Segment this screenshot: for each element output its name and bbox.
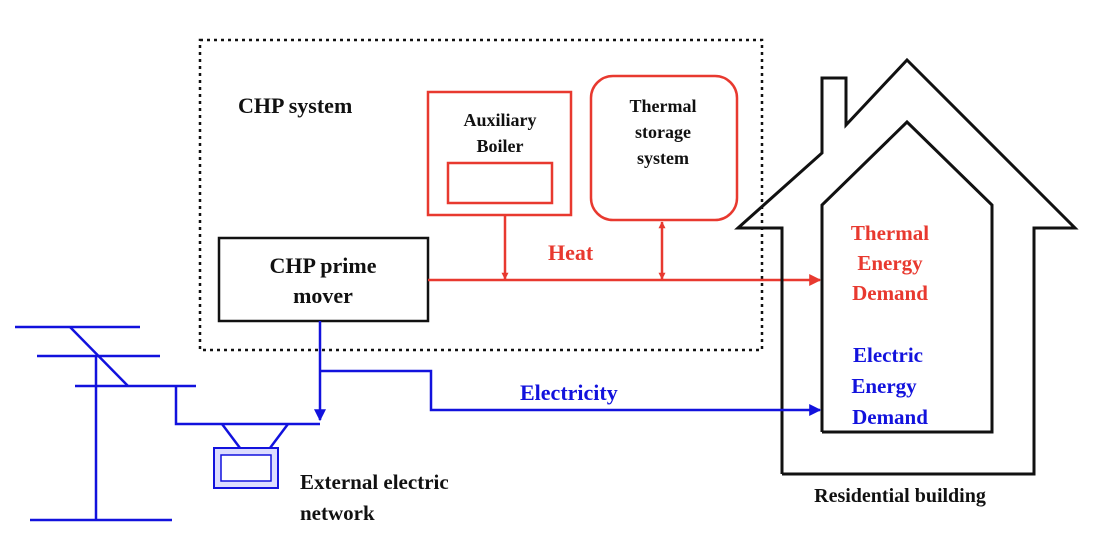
electric-demand-line2: Energy — [851, 374, 917, 398]
thermal-demand-line3: Demand — [852, 281, 928, 305]
aux-boiler-label-line1: Auxiliary — [463, 110, 536, 130]
thermal-storage-system: Thermal storage system — [589, 74, 739, 222]
house-inner-outline — [820, 119, 994, 434]
chp-system-label: CHP system — [238, 93, 352, 118]
thermal-storage-line2: storage — [635, 122, 691, 142]
building-label: Residential building — [814, 485, 986, 507]
external-network-line2: network — [300, 501, 375, 525]
aux-boiler-label-line2: Boiler — [477, 136, 524, 156]
house-outer-outline — [734, 57, 1079, 476]
chp-system-boundary — [198, 38, 764, 352]
electric-energy-demand: Electric Energy Demand — [851, 343, 928, 429]
auxiliary-boiler: Auxiliary Boiler — [426, 90, 573, 217]
heat-flow: Heat — [428, 215, 822, 286]
electricity-flow: Electricity — [314, 321, 822, 422]
electricity-label: Electricity — [520, 380, 618, 405]
thermal-storage-line1: Thermal — [630, 96, 697, 116]
grid-connection-lines — [174, 386, 320, 449]
prime-mover-line1: CHP prime — [270, 253, 377, 278]
prime-mover-line2: mover — [293, 283, 353, 308]
aux-boiler-inner-box — [446, 161, 554, 205]
electric-demand-line1: Electric — [853, 343, 923, 367]
transmission-tower-icon — [15, 325, 196, 522]
thermal-demand-line1: Thermal — [851, 221, 929, 245]
external-network-line1: External electric — [300, 470, 449, 494]
chp-prime-mover: CHP prime mover — [217, 236, 430, 323]
residential-building: Residential building — [734, 57, 1079, 507]
thermal-demand-line2: Energy — [857, 251, 923, 275]
heat-label: Heat — [548, 240, 594, 265]
thermal-energy-demand: Thermal Energy Demand — [851, 221, 929, 305]
electricity-to-building-arrow — [320, 369, 822, 416]
thermal-storage-line3: system — [637, 148, 689, 168]
electric-meter-icon — [213, 447, 279, 489]
electric-demand-line3: Demand — [852, 405, 928, 429]
